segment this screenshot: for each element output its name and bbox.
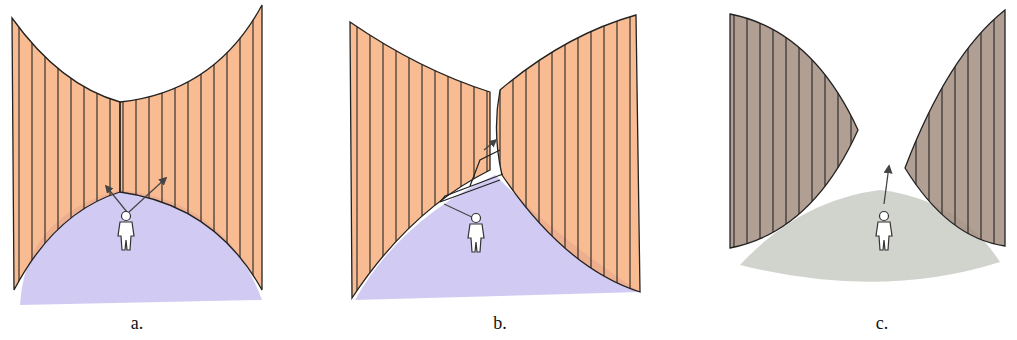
- stair-path: [440, 150, 503, 202]
- left-wall-lines: [12, 18, 120, 290]
- left-wall-lines: [350, 22, 490, 298]
- figure-label: c.: [876, 314, 889, 332]
- left-wall: [350, 22, 490, 298]
- figure-label: b.: [493, 314, 507, 332]
- figure-label: a.: [131, 314, 144, 332]
- left-wall: [730, 14, 858, 248]
- person-figure: [876, 212, 892, 251]
- person-figure: [118, 212, 134, 251]
- view-arrow: [484, 140, 496, 150]
- narrowing-passage-sketch: [350, 15, 640, 300]
- right-wall: [905, 10, 1005, 246]
- left-wall-lines: [730, 14, 858, 248]
- left-wall: [12, 18, 120, 290]
- right-wall-lines: [905, 10, 1005, 246]
- view-arrow: [884, 166, 889, 204]
- right-wall: [120, 5, 262, 290]
- view-arrow: [129, 178, 166, 212]
- person-figure: [468, 214, 484, 253]
- view-line: [444, 204, 474, 218]
- right-wall-lines: [496, 15, 640, 292]
- right-wall-lines: [120, 5, 262, 290]
- right-wall: [496, 15, 640, 292]
- view-arrow: [106, 186, 127, 212]
- concave-room-sketch: [12, 5, 262, 305]
- convex-opening-sketch: [730, 10, 1005, 282]
